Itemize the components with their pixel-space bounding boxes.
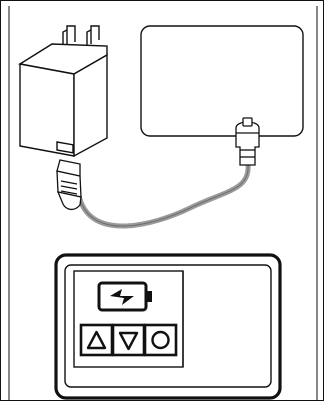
wall-adapter [18,25,108,158]
usb-a-connector [56,159,82,211]
usb-cable [75,162,251,229]
usb-cable-outline [77,164,249,227]
circle-icon [151,330,170,350]
usb-c-connector [235,117,260,166]
triangle-down-icon [118,331,139,351]
battery-charging-icon [97,281,152,312]
button-row [79,323,178,357]
down-button[interactable] [111,323,146,357]
ok-button[interactable] [143,323,178,357]
triangle-up-icon [86,330,107,350]
device-outline [140,25,304,137]
up-button[interactable] [79,323,114,357]
